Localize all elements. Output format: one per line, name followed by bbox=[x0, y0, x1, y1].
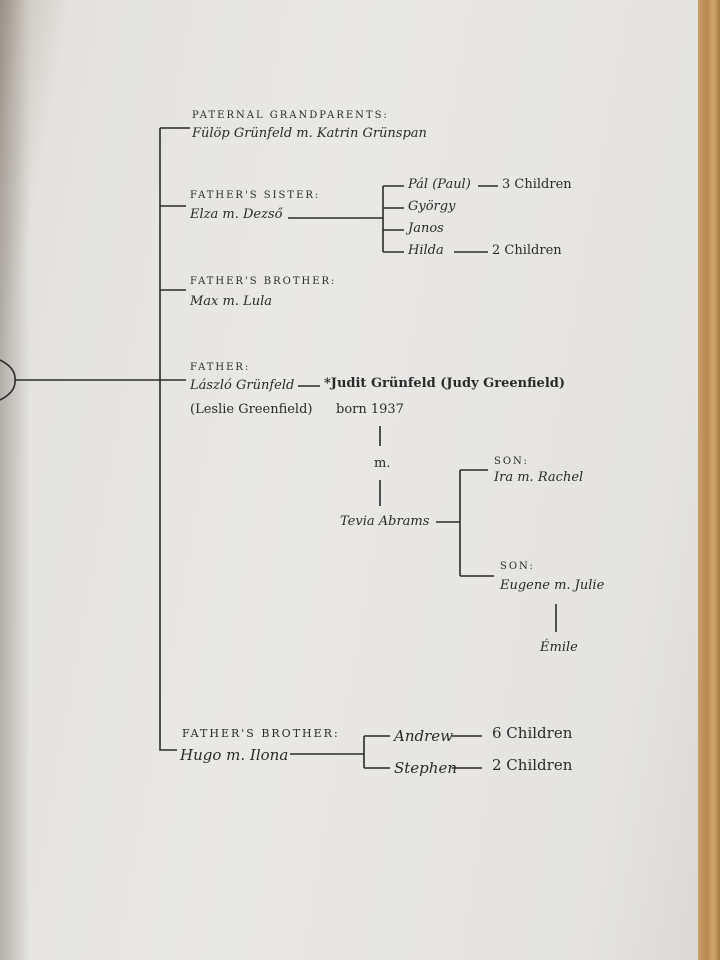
child-hilda: Hilda bbox=[408, 243, 444, 258]
subject-name: *Judit Grünfeld (Judy Greenfield) bbox=[324, 376, 566, 391]
page-gutter-shadow bbox=[0, 0, 30, 960]
father-name: László Grünfeld bbox=[190, 378, 295, 393]
paternal-grandparents-heading: Paternal Grandparents: bbox=[192, 110, 389, 121]
spouse-name: Tevia Abrams bbox=[340, 514, 430, 529]
child-janos: Janos bbox=[408, 221, 444, 236]
child-gyorgy: György bbox=[408, 199, 456, 214]
fathers-sister-heading: Father's Sister: bbox=[190, 190, 321, 201]
child-pal-note: 3 Children bbox=[502, 177, 572, 192]
son-eugene-heading: Son: bbox=[500, 561, 535, 572]
child-pal: Pál (Paul) bbox=[408, 177, 471, 192]
fathers-brother-max-heading: Father's Brother: bbox=[190, 276, 337, 287]
subject-born: born 1937 bbox=[336, 402, 404, 417]
fathers-sister-names: Elza m. Dezső bbox=[190, 207, 283, 222]
child-andrew: Andrew bbox=[394, 727, 453, 745]
fathers-brother-hugo-names: Hugo m. Ilona bbox=[180, 746, 289, 764]
child-stephen: Stephen bbox=[394, 759, 457, 777]
child-stephen-note: 2 Children bbox=[492, 756, 573, 774]
paternal-grandparents-names: Fülöp Grünfeld m. Katrin Grünspan bbox=[192, 126, 427, 141]
child-andrew-note: 6 Children bbox=[492, 724, 573, 742]
father-alt-name: (Leslie Greenfield) bbox=[190, 402, 313, 417]
marriage-label: m. bbox=[374, 456, 391, 471]
son-eugene-names: Eugene m. Julie bbox=[500, 578, 605, 593]
fathers-brother-hugo-heading: Father's Brother: bbox=[182, 727, 340, 740]
child-hilda-note: 2 Children bbox=[492, 243, 562, 258]
father-heading: Father: bbox=[190, 362, 251, 373]
wooden-table-edge bbox=[698, 0, 720, 960]
grandchild-emile: Émile bbox=[540, 640, 578, 655]
son-ira-heading: Son: bbox=[494, 456, 529, 467]
fathers-brother-max-names: Max m. Lula bbox=[190, 294, 273, 309]
son-ira-names: Ira m. Rachel bbox=[494, 470, 584, 485]
